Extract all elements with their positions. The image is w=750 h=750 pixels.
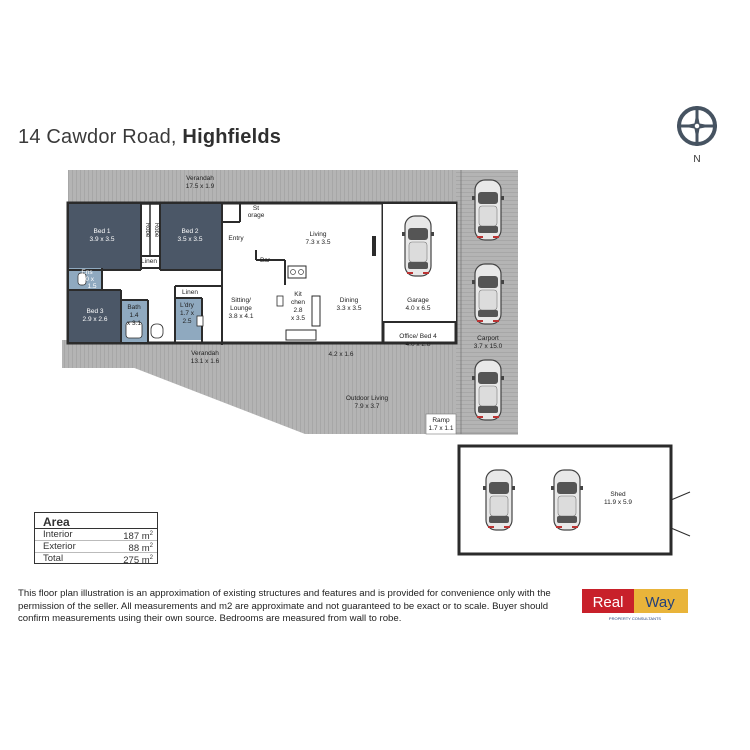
carport-label: Carport [477,335,499,342]
verandah-top-dims: 17.5 x 1.9 [186,183,215,190]
linen1-label: Linen [141,258,157,265]
dining-dims: 3.3 x 3.5 [337,305,362,312]
area-row-value: 88 m [128,543,150,555]
shed-car-2-icon [550,469,584,531]
deck-small-dims: 4.2 x 1.6 [329,351,354,358]
living-label: Living [310,231,327,238]
ens-dims-a: 2.0 x [80,276,95,283]
area-row-interior: Interior 187 m2 [35,529,157,543]
suburb-text: Highfields [182,126,282,148]
storage-label-2: orage [248,212,265,219]
sitting-dims: 3.8 x 4.1 [229,313,254,320]
kitchen-dims-a: 2.8 [293,307,302,314]
area-row-label: Exterior [43,541,76,552]
area-table: Area Interior 187 m2 Exterior 88 m2 Tota… [34,512,158,567]
shed [457,444,691,556]
bed1-dims: 3.9 x 3.5 [90,236,115,243]
kitchen-label-2: chen [291,299,305,306]
page-title: 14 Cawdor Road, Highfields [18,126,281,149]
area-row-sup: 2 [149,555,153,561]
robe2-label: Robe [153,223,159,238]
laundry-dims-a: 1.7 x [180,310,195,317]
garage-dims: 4.0 x 6.5 [406,305,431,312]
robe1-label: Robe [144,223,150,238]
laundry-dims-b: 2.5 [182,318,191,325]
bed3-label: Bed 3 [87,308,104,315]
area-title: Area [35,513,157,529]
bath-label: Bath [127,304,141,311]
north-label: N [693,154,700,164]
garage-label: Garage [407,297,429,304]
area-row-label: Total [43,553,64,564]
bed2-label: Bed 2 [182,228,199,235]
sitting-label: Sitting/ [231,297,251,304]
garage-car-icon [401,215,435,277]
ens-dims-b: 1.5 [87,283,96,290]
realway-logo: Real Way PROPERTY CONSULTANTS [582,589,688,621]
entry-label: Entry [228,235,244,242]
area-row-sup: 2 [149,543,153,549]
ramp-dims: 1.7 x 1.1 [429,425,454,432]
verandah-bottom-label: Verandah [191,350,219,357]
storage-label-1: St [253,205,259,212]
area-row-value: 187 m [123,531,150,543]
bath-dims-a: 1.4 [129,312,138,319]
area-row-total: Total 275 m2 [35,553,157,567]
outdoor-living-label: Outdoor Living [346,395,389,402]
shed-car-1-icon [482,469,516,531]
verandah-bottom [62,340,456,434]
office-label: Office/ Bed 4 [399,333,437,340]
bar-label: Bar [260,257,271,264]
bed1-label: Bed 1 [94,228,111,235]
ens-label: Ens [81,269,93,276]
sitting-label-2: Lounge [230,305,252,312]
disclaimer-text: This floor plan illustration is an appro… [18,588,551,624]
area-row-sup: 2 [149,531,153,537]
carport-car-3-icon [471,359,505,421]
shed-dims: 11.9 x 5.9 [604,499,632,506]
kitchen-dims-b: x 3.5 [291,315,305,322]
bath-dims-b: x 3.1 [127,320,141,327]
carport-car-2-icon [471,263,505,325]
bed2-dims: 3.5 x 3.5 [178,236,203,243]
garage [383,204,456,323]
verandah-bottom-dims: 13.1 x 1.6 [191,358,220,365]
office-dims: 4.0 x 2.8 [406,341,431,348]
dining-label: Dining [340,297,359,304]
laundry-label: L'dry [180,302,195,309]
logo-tagline: PROPERTY CONSULTANTS [609,616,661,621]
compass-icon: N [677,106,717,164]
linen2-label: Linen [182,289,198,296]
area-row-label: Interior [43,529,73,540]
carport-car-1-icon [471,179,505,241]
area-row-exterior: Exterior 88 m2 [35,541,157,555]
bed3-dims: 2.9 x 2.6 [83,316,108,323]
logo-part2: Way [645,594,675,611]
shed-label: Shed [610,491,626,498]
carport-dims: 3.7 x 15.0 [474,343,503,350]
kitchen-label: Kit [294,291,302,298]
address-text: 14 Cawdor Road, [18,126,177,148]
outdoor-living-dims: 7.9 x 3.7 [355,403,380,410]
logo-part1: Real [593,594,624,611]
ramp-label: Ramp [432,417,450,424]
area-row-value: 275 m [123,555,150,567]
living-dims: 7.3 x 3.5 [306,239,331,246]
verandah-top-label: Verandah [186,175,214,182]
